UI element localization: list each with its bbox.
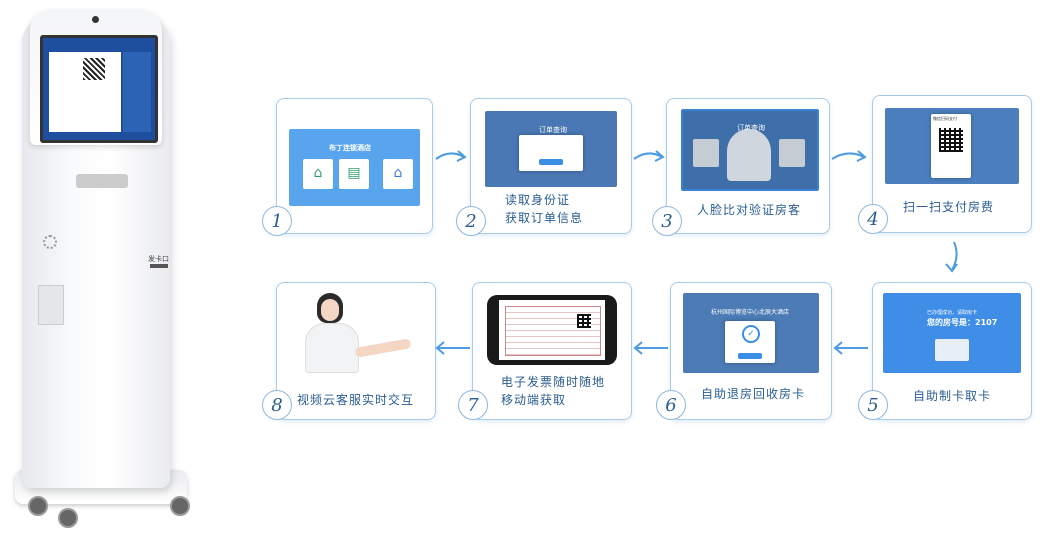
step-number-6: 6 <box>656 390 686 420</box>
arrow-right-icon <box>831 150 867 162</box>
screen-title: 微信扫码支付 <box>933 116 957 121</box>
speaker-icon <box>43 235 57 249</box>
step-card-8: 视频云客服实时交互 <box>276 282 436 420</box>
kiosk-camera <box>92 16 99 23</box>
wheel-icon <box>28 496 48 516</box>
step-caption-7-line-2: 移动端获取 <box>501 393 567 407</box>
house-icon: ⌂ <box>313 165 323 181</box>
screen-title: 订单查询 <box>539 126 567 134</box>
step-number-3: 3 <box>652 206 682 236</box>
card-slot-label: 发卡口 <box>148 255 169 263</box>
step-caption-2-line-2: 获取订单信息 <box>505 211 584 225</box>
arrow-right-icon <box>435 150 467 162</box>
step-card-4: 微信扫码支付 扫一扫支付房费 <box>872 95 1032 233</box>
step-caption-8: 视频云客服实时交互 <box>297 393 415 407</box>
qr-code-icon <box>939 128 963 152</box>
screen-hotel-home: 布丁连锁酒店 ⌂ ▤ ⌂ <box>289 129 420 206</box>
arrow-right-icon <box>633 150 665 162</box>
step-number-1: 1 <box>262 206 292 236</box>
screen-line-1: 已办理成功，请取房卡 <box>927 310 978 316</box>
step-number-4: 4 <box>858 204 888 234</box>
step-card-7: 电子发票随时随地 移动端获取 <box>472 282 632 420</box>
step-card-3: 订单查询 人脸比对验证房客 <box>666 98 830 234</box>
wheel-icon <box>58 508 78 528</box>
kiosk-scanner <box>76 174 128 188</box>
card-slot <box>150 264 168 268</box>
step-caption-6: 自助退房回收房卡 <box>701 387 806 401</box>
screen-title: 布丁连锁酒店 <box>329 144 371 152</box>
screen-title: 订单查询 <box>737 124 765 132</box>
room-card-icon <box>935 339 969 361</box>
step-number-5: 5 <box>858 390 888 420</box>
step-card-2: 订单查询 读取身份证 获取订单信息 <box>470 98 632 234</box>
step-caption-5: 自助制卡取卡 <box>913 389 992 403</box>
e-invoice-screen <box>499 300 605 360</box>
step-caption-3: 人脸比对验证房客 <box>697 203 802 217</box>
kiosk-screen <box>40 35 158 143</box>
screen-face-verify: 订单查询 <box>681 109 819 191</box>
kiosk-illustration: 发卡口 <box>0 0 230 538</box>
arrow-left-icon <box>833 341 868 355</box>
step-caption-4: 扫一扫支付房费 <box>903 200 995 214</box>
step-caption-2-line-1: 读取身份证 <box>505 193 571 207</box>
arrow-down-icon <box>945 241 958 273</box>
step-number-2: 2 <box>456 206 486 236</box>
screen-title: 杭州国际博览中心北辰大酒店 <box>711 309 790 316</box>
screen-checkout: 杭州国际博览中心北辰大酒店 ✓ <box>683 293 819 373</box>
face-silhouette-icon <box>727 129 771 181</box>
screen-order-query: 订单查询 <box>485 111 617 187</box>
smartphone-icon <box>487 295 617 365</box>
house-icon: ⌂ <box>393 165 403 181</box>
screen-payment: 微信扫码支付 <box>885 108 1019 184</box>
customer-service-agent-image <box>299 291 417 379</box>
qr-icon <box>83 58 105 80</box>
step-caption-7-line-1: 电子发票随时随地 <box>501 375 606 389</box>
arrow-left-icon <box>435 341 470 355</box>
step-card-1: 布丁连锁酒店 ⌂ ▤ ⌂ <box>276 98 433 234</box>
step-card-5: 已办理成功，请取房卡 您的房号是：2107 自助制卡取卡 <box>872 282 1032 420</box>
checkmark-icon: ✓ <box>742 325 760 343</box>
document-icon: ▤ <box>347 165 361 181</box>
step-number-8: 8 <box>262 390 292 420</box>
printer-slot <box>38 285 64 325</box>
screen-line-2: 您的房号是：2107 <box>927 318 998 327</box>
step-card-6: 杭州国际博览中心北辰大酒店 ✓ 自助退房回收房卡 <box>670 282 832 420</box>
arrow-left-icon <box>633 341 668 355</box>
qr-code-icon <box>577 314 591 328</box>
screen-card-issue: 已办理成功，请取房卡 您的房号是：2107 <box>883 293 1021 373</box>
wheel-icon <box>170 496 190 516</box>
step-number-7: 7 <box>458 390 488 420</box>
